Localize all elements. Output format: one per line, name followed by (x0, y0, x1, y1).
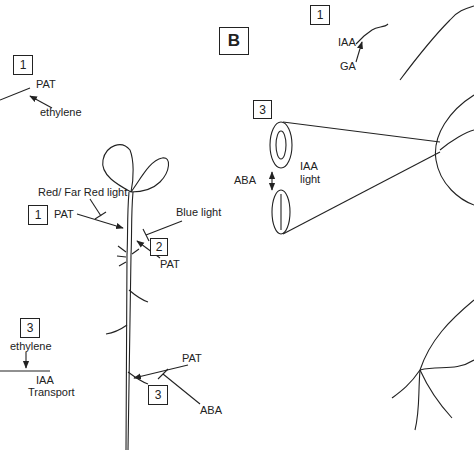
hormone-label: ethylene (10, 340, 52, 352)
panel-letter-box: B (219, 27, 249, 55)
inhibition-line (146, 221, 182, 235)
callout-number: 1 (317, 8, 324, 22)
zoom-line (283, 152, 440, 234)
pathway-line (0, 88, 30, 100)
pathway-line (0, 370, 50, 371)
lateral-root (128, 372, 148, 384)
zoom-line (283, 122, 440, 142)
root-fragment (415, 370, 420, 430)
lateral-root (106, 325, 127, 334)
leaf-outline (435, 95, 474, 205)
root-hairs (117, 246, 139, 266)
hormone-label: PAT (36, 78, 56, 90)
hormone-label: PAT (54, 208, 74, 220)
callout-number: 3 (259, 103, 266, 117)
callout-number: 1 (35, 208, 42, 222)
callout-number: 2 (156, 240, 163, 254)
inhibition-line (90, 199, 101, 216)
cotyledon (131, 158, 169, 192)
cotyledon (103, 145, 133, 192)
hormone-label: ABA (234, 174, 256, 186)
stoma-pore (276, 131, 286, 159)
pat-arrow (134, 365, 188, 378)
closed-stoma (272, 190, 290, 234)
hormone-label: ethylene (40, 106, 82, 118)
hormone-label: IAA (300, 160, 318, 172)
open-stoma (270, 122, 292, 168)
inhibition-bar (158, 369, 168, 379)
hormone-label: PAT (160, 258, 180, 270)
rosette-leaf (420, 300, 474, 370)
hypocotyl-right (128, 192, 133, 450)
ga-arrow (356, 42, 362, 62)
callout-box: 1 (310, 5, 330, 25)
panel-letter: B (228, 31, 240, 51)
inhibition-bar (95, 212, 106, 219)
callout-box: 1 (13, 55, 33, 75)
callout-number: 3 (27, 321, 34, 335)
pat-arrow (77, 214, 123, 228)
inhibition-line (163, 374, 200, 404)
leaf-fragment (450, 6, 474, 20)
callout-box: 3 (20, 318, 40, 338)
callout-box: 2 (150, 238, 168, 256)
double-arrow (271, 172, 272, 190)
ethylene-arrow (25, 352, 26, 368)
callout-box: 3 (148, 385, 168, 405)
root-fragment (420, 370, 452, 418)
hormone-label: GA (340, 60, 356, 72)
hormone-label: IAA (36, 374, 54, 386)
shoot-fragment (372, 24, 388, 30)
hormone-label: Red/ Far Red light (38, 186, 127, 198)
callout-number: 1 (20, 58, 27, 72)
hormone-label: Transport (28, 386, 75, 398)
callout-box: 1 (28, 205, 48, 225)
leaf-vein (440, 130, 474, 150)
hormone-label: PAT (182, 352, 202, 364)
hormone-label: Blue light (176, 206, 221, 218)
lateral-root (129, 290, 148, 302)
hormone-label: light (300, 173, 320, 185)
hormone-label: IAA (338, 36, 356, 48)
inhibition-bar (143, 229, 149, 241)
pathway-line (356, 30, 372, 44)
root-fragment (392, 370, 420, 398)
callout-number: 3 (155, 388, 162, 402)
stem-fragment (400, 20, 450, 80)
hormone-label: ABA (200, 404, 222, 416)
stoma-slit (280, 194, 281, 230)
callout-box: 3 (253, 100, 272, 119)
rosette-leaf (420, 360, 474, 370)
